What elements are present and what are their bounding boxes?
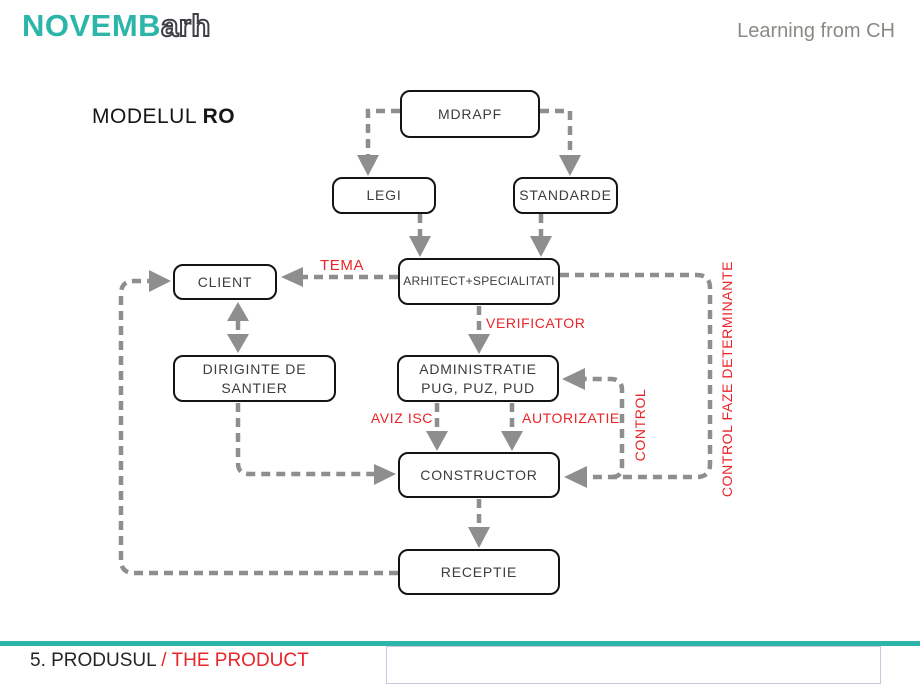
- node-arhitect-label: ARHITECT+SPECIALITATI: [403, 273, 555, 288]
- edge-label-verificator: VERIFICATOR: [486, 315, 586, 331]
- page-title-prefix: MODELUL: [92, 105, 203, 128]
- edge-administratie-constructor-aviz: [426, 403, 448, 451]
- node-legi: LEGI: [332, 177, 436, 214]
- footer-section-title: 5. PRODUSUL / THE PRODUCT: [30, 650, 309, 672]
- novembarh-logo: NOVEMBarh: [22, 7, 211, 44]
- node-arhitect-specialitati: ARHITECT+SPECIALITATI: [398, 258, 560, 305]
- footer-placeholder-box: [386, 646, 881, 684]
- node-administratie-line1: ADMINISTRATIE: [419, 361, 537, 378]
- edge-diriginte-constructor: [235, 403, 396, 485]
- page-title: MODELUL RO: [92, 105, 235, 129]
- node-standarde: STANDARDE: [513, 177, 618, 214]
- node-diriginte-de-santier: DIRIGINTE DE SANTIER: [173, 355, 336, 402]
- node-client: CLIENT: [173, 264, 277, 300]
- edge-arhitect-constructor-control-faze-loop: [560, 272, 713, 488]
- node-constructor-label: CONSTRUCTOR: [420, 466, 538, 483]
- header-tagline: Learning from CH: [737, 20, 895, 42]
- node-receptie: RECEPTIE: [398, 549, 560, 595]
- node-administratie: ADMINISTRATIE PUG, PUZ, PUD: [397, 355, 559, 402]
- edge-legi-arhitect: [409, 214, 431, 257]
- edge-receptie-client-loop: [118, 270, 398, 576]
- node-administratie-line2: PUG, PUZ, PUD: [421, 379, 535, 396]
- edge-arhitect-administratie-verificator: [468, 306, 490, 354]
- edge-label-control: CONTROL: [632, 388, 648, 462]
- node-standarde-label: STANDARDE: [519, 187, 612, 204]
- edge-label-autorizatie: AUTORIZATIE: [522, 410, 620, 426]
- edge-mdrapf-legi: [357, 108, 400, 176]
- node-diriginte-line1: DIRIGINTE DE: [202, 361, 307, 378]
- edge-administratie-constructor-autorizatie: [501, 403, 523, 451]
- edge-client-diriginte-bidirectional: [227, 302, 249, 353]
- edge-constructor-receptie: [468, 499, 490, 548]
- edge-control-loop-administratie: [562, 368, 625, 480]
- edge-standarde-arhitect: [530, 214, 552, 257]
- node-mdrapf-label: MDRAPF: [438, 105, 502, 122]
- edge-arhitect-client-tema: [281, 267, 398, 287]
- node-constructor: CONSTRUCTOR: [398, 452, 560, 498]
- footer-divider-bar: [0, 641, 920, 646]
- footer-section-ro: 5. PRODUSUL: [30, 650, 162, 671]
- edge-label-control-faze-determinante: CONTROL FAZE DETERMINANTE: [719, 260, 735, 498]
- footer-section-en: / THE PRODUCT: [161, 650, 309, 671]
- logo-text-secondary: arh: [160, 7, 211, 44]
- node-client-label: CLIENT: [197, 273, 253, 290]
- node-receptie-label: RECEPTIE: [440, 563, 518, 580]
- page-title-emphasis: RO: [202, 105, 236, 128]
- node-mdrapf: MDRAPF: [400, 90, 540, 138]
- node-diriginte-line2: SANTIER: [221, 379, 288, 396]
- edge-label-aviz-isc: AVIZ ISC: [370, 410, 433, 426]
- edge-mdrapf-standarde: [540, 108, 581, 176]
- node-legi-label: LEGI: [366, 187, 402, 204]
- edge-label-tema: TEMA: [320, 257, 365, 274]
- logo-text-primary: NOVEMB: [22, 8, 162, 43]
